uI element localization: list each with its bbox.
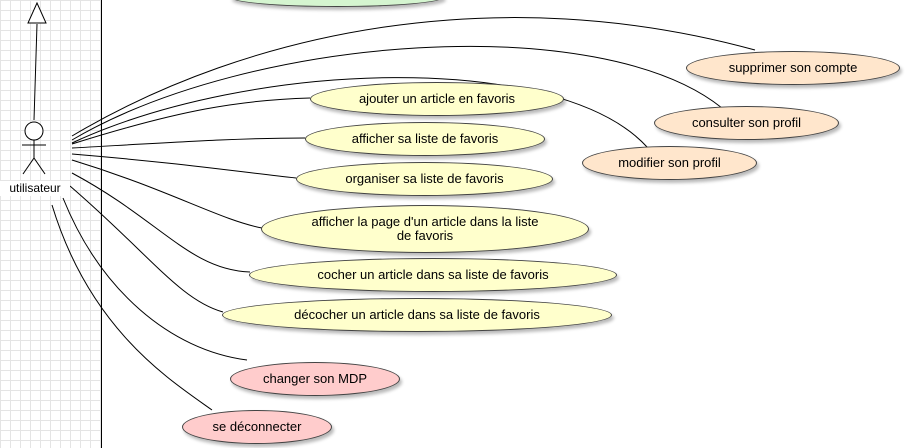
use-case-afficher-liste[interactable]: afficher sa liste de favoris: [305, 122, 545, 156]
use-case-label: afficher la page d'un article dans la li…: [311, 214, 539, 243]
association-afficher-liste: [71, 137, 306, 149]
association-organiser: [71, 153, 297, 179]
association-deconnecter: [51, 204, 213, 411]
association-changer-mdp: [62, 197, 248, 361]
use-case-cocher-article[interactable]: cocher un article dans sa liste de favor…: [249, 258, 617, 292]
use-case-consulter-profil[interactable]: consulter son profil: [654, 106, 839, 140]
canvas-grid: [0, 0, 102, 448]
use-case-organiser-liste[interactable]: organiser sa liste de favoris: [296, 162, 553, 196]
use-case-label: supprimer son compte: [728, 60, 858, 75]
actor-stick-figure[interactable]: [22, 121, 46, 175]
use-case-label: afficher sa liste de favoris: [351, 131, 499, 146]
use-case-label: changer son MDP: [262, 371, 368, 386]
association-cocher: [71, 172, 251, 273]
association-ajouter: [71, 97, 311, 145]
association-afficher-page: [71, 159, 263, 229]
use-case-label: organiser sa liste de favoris: [345, 171, 504, 186]
use-case-supprimer-compte[interactable]: supprimer son compte: [686, 51, 900, 85]
use-case-se-deconnecter[interactable]: se déconnecter: [182, 410, 332, 444]
association-decocher: [69, 185, 224, 313]
use-case-modifier-profil[interactable]: modifier son profil: [582, 146, 757, 180]
use-case-label: décocher un article dans sa liste de fav…: [294, 307, 540, 322]
use-case-afficher-page-article[interactable]: afficher la page d'un article dans la li…: [261, 205, 589, 253]
use-case-label: ajouter un article en favoris: [358, 91, 516, 106]
use-case-label: se déconnecter: [212, 419, 302, 434]
actor-label: utilisateur: [0, 181, 70, 196]
generalization-line: [33, 23, 38, 121]
use-case-label: cocher un article dans sa liste de favor…: [317, 267, 549, 282]
use-case-changer-mdp[interactable]: changer son MDP: [230, 362, 400, 396]
association-consulter: [71, 45, 723, 141]
generalization-arrowhead: [27, 1, 47, 24]
association-modifier: [71, 77, 649, 149]
use-case-label: modifier son profil: [618, 155, 721, 170]
use-case-decocher-article[interactable]: décocher un article dans sa liste de fav…: [222, 298, 612, 332]
system-boundary-line: [101, 0, 102, 448]
use-case-label: consulter son profil: [691, 115, 802, 130]
association-supprimer: [71, 17, 756, 137]
use-case-ajouter-favoris[interactable]: ajouter un article en favoris: [310, 82, 564, 116]
